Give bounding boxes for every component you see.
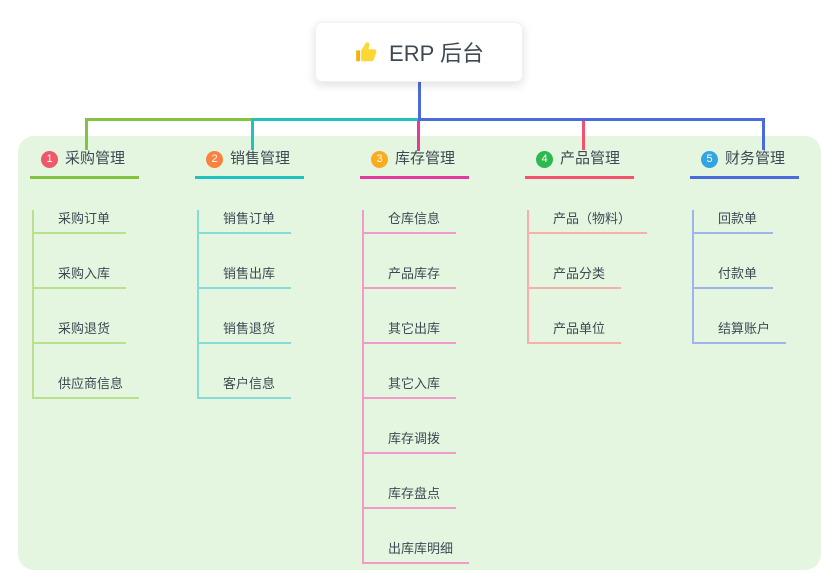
- branch-children: 仓库信息 产品库存 其它出库 其它入库 库存调拨 库存盘点 出库库明细: [362, 210, 520, 564]
- branch-finance: 5 财务管理 回款单 付款单 结算账户: [690, 148, 839, 344]
- branch-purchase: 1 采购管理 采购订单 采购入库 采购退货 供应商信息: [30, 148, 190, 399]
- child-node[interactable]: 回款单: [692, 210, 774, 234]
- child-node[interactable]: 库存调拨: [362, 430, 457, 454]
- branch-title-node[interactable]: 5 财务管理: [690, 148, 800, 179]
- branches-background-panel: [18, 136, 821, 570]
- branch-number-badge: 2: [206, 150, 223, 168]
- child-node[interactable]: 采购入库: [32, 265, 127, 289]
- branch-number-badge: 5: [701, 150, 718, 168]
- branch-number-badge: 3: [371, 150, 388, 168]
- branch-title-label: 销售管理: [230, 150, 291, 167]
- branch-title-node[interactable]: 1 采购管理: [30, 148, 140, 179]
- branch-connector-line: [362, 210, 364, 564]
- thumbs-up-icon: [354, 39, 380, 65]
- branch-sales: 2 销售管理 销售订单 销售出库 销售退货 客户信息: [195, 148, 355, 399]
- branch-title-label: 库存管理: [395, 150, 456, 167]
- child-node[interactable]: 采购退货: [32, 320, 127, 344]
- branch-connector-line: [692, 210, 694, 344]
- branch-product: 4 产品管理 产品（物料） 产品分类 产品单位: [525, 148, 685, 344]
- child-node[interactable]: 产品（物料）: [527, 210, 648, 234]
- child-node[interactable]: 产品库存: [362, 265, 457, 289]
- child-node[interactable]: 仓库信息: [362, 210, 457, 234]
- child-node[interactable]: 销售订单: [197, 210, 292, 234]
- child-node[interactable]: 销售退货: [197, 320, 292, 344]
- branch-title-label: 产品管理: [560, 150, 621, 167]
- branch-children: 产品（物料） 产品分类 产品单位: [527, 210, 685, 344]
- branch-connector-line: [32, 210, 34, 399]
- child-node[interactable]: 出库库明细: [362, 540, 470, 564]
- child-node[interactable]: 其它入库: [362, 375, 457, 399]
- branch-connector-line: [527, 210, 529, 344]
- child-node[interactable]: 销售出库: [197, 265, 292, 289]
- branch-children: 采购订单 采购入库 采购退货 供应商信息: [32, 210, 190, 399]
- branch-children: 回款单 付款单 结算账户: [692, 210, 839, 344]
- branch-title-node[interactable]: 2 销售管理: [195, 148, 305, 179]
- branch-title-label: 财务管理: [725, 150, 786, 167]
- child-node[interactable]: 付款单: [692, 265, 774, 289]
- child-node[interactable]: 产品单位: [527, 320, 622, 344]
- child-node[interactable]: 结算账户: [692, 320, 787, 344]
- branch-number-badge: 4: [536, 150, 553, 168]
- branch-inventory: 3 库存管理 仓库信息 产品库存 其它出库 其它入库 库存调拨 库存盘点 出库库…: [360, 148, 520, 564]
- branch-title-label: 采购管理: [65, 150, 126, 167]
- branch-children: 销售订单 销售出库 销售退货 客户信息: [197, 210, 355, 399]
- child-node[interactable]: 产品分类: [527, 265, 622, 289]
- child-node[interactable]: 客户信息: [197, 375, 292, 399]
- root-node-label: ERP 后台: [389, 41, 484, 66]
- branch-title-node[interactable]: 3 库存管理: [360, 148, 470, 179]
- branch-number-badge: 1: [41, 150, 58, 168]
- child-node[interactable]: 库存盘点: [362, 485, 457, 509]
- child-node[interactable]: 供应商信息: [32, 375, 140, 399]
- branch-title-node[interactable]: 4 产品管理: [525, 148, 635, 179]
- child-node[interactable]: 采购订单: [32, 210, 127, 234]
- child-node[interactable]: 其它出库: [362, 320, 457, 344]
- branch-connector-line: [197, 210, 199, 399]
- root-node[interactable]: ERP 后台: [315, 22, 523, 82]
